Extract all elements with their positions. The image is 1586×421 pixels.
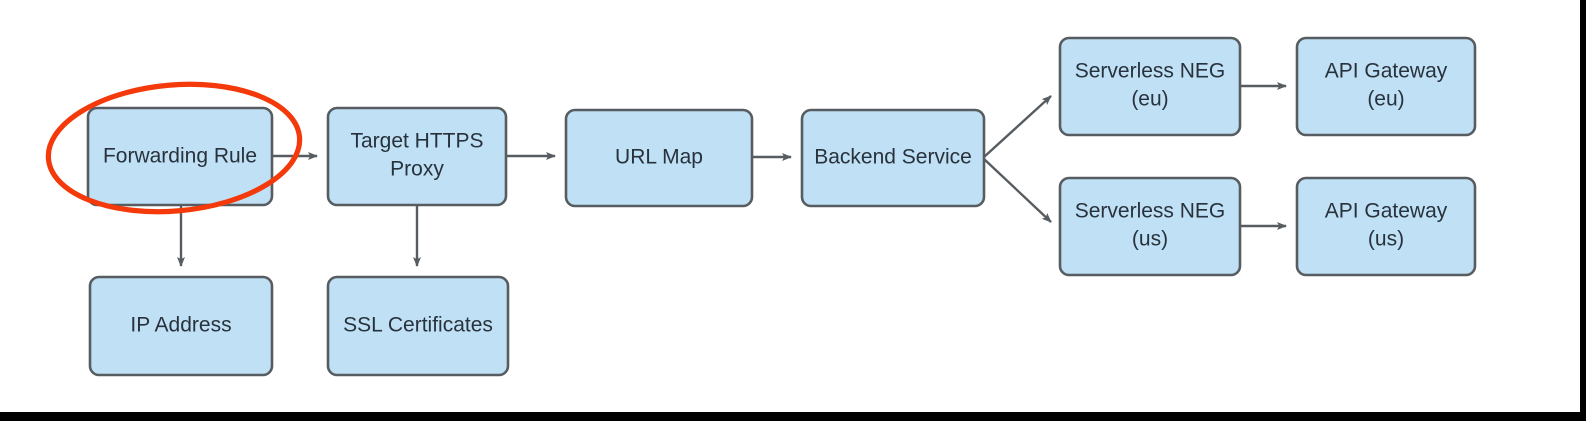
node-backend-service[interactable]: Backend Service — [800, 108, 986, 208]
node-ip-address[interactable]: IP Address — [88, 275, 274, 377]
node-box[interactable] — [1058, 36, 1242, 137]
node-box[interactable] — [564, 108, 754, 208]
frame-border-right — [1580, 0, 1586, 421]
node-serverless-neg-eu[interactable]: Serverless NEG (eu) — [1058, 36, 1242, 137]
node-label-line1: Forwarding Rule — [103, 145, 257, 168]
node-target-https-proxy[interactable]: Target HTTPS Proxy — [326, 106, 508, 207]
node-label-line1: Serverless NEG — [1075, 200, 1226, 223]
frame-border-bottom — [0, 412, 1586, 421]
node-label-line1: IP Address — [130, 314, 231, 337]
node-label-line1: SSL Certificates — [343, 314, 493, 337]
node-label-line2: (us) — [1132, 228, 1168, 251]
node-box[interactable] — [86, 106, 274, 207]
node-serverless-neg-us[interactable]: Serverless NEG (us) — [1058, 176, 1242, 277]
edge-layer — [177, 82, 1287, 267]
node-api-gateway-eu[interactable]: API Gateway (eu) — [1295, 36, 1477, 137]
node-label-line1: Backend Service — [814, 146, 972, 169]
node-api-gateway-us[interactable]: API Gateway (us) — [1295, 176, 1477, 277]
node-label-line2: Proxy — [390, 158, 444, 181]
node-box[interactable] — [88, 275, 274, 377]
node-label-line2: (us) — [1368, 228, 1404, 251]
node-box[interactable] — [1295, 36, 1477, 137]
node-label-line1: API Gateway — [1325, 60, 1448, 83]
node-box[interactable] — [326, 275, 510, 377]
node-label-line2: (eu) — [1131, 88, 1168, 111]
node-label-line1: Serverless NEG — [1075, 60, 1226, 83]
node-label-line1: API Gateway — [1325, 200, 1448, 223]
node-label-line1: Target HTTPS — [350, 130, 483, 153]
node-box[interactable] — [1295, 176, 1477, 277]
edge-backend-service-to-serverless-neg-us — [983, 158, 1052, 223]
node-box[interactable] — [1058, 176, 1242, 277]
highlight-ellipse-forwarding-rule — [45, 81, 303, 215]
node-box[interactable] — [800, 108, 986, 208]
node-label-line2: (eu) — [1367, 88, 1404, 111]
edge-backend-service-to-serverless-neg-eu — [983, 95, 1052, 158]
node-url-map[interactable]: URL Map — [564, 108, 754, 208]
node-label-line1: URL Map — [615, 146, 703, 169]
node-box[interactable] — [326, 106, 508, 207]
node-ssl-certificates[interactable]: SSL Certificates — [326, 275, 510, 377]
node-forwarding-rule[interactable]: Forwarding Rule — [86, 106, 274, 207]
